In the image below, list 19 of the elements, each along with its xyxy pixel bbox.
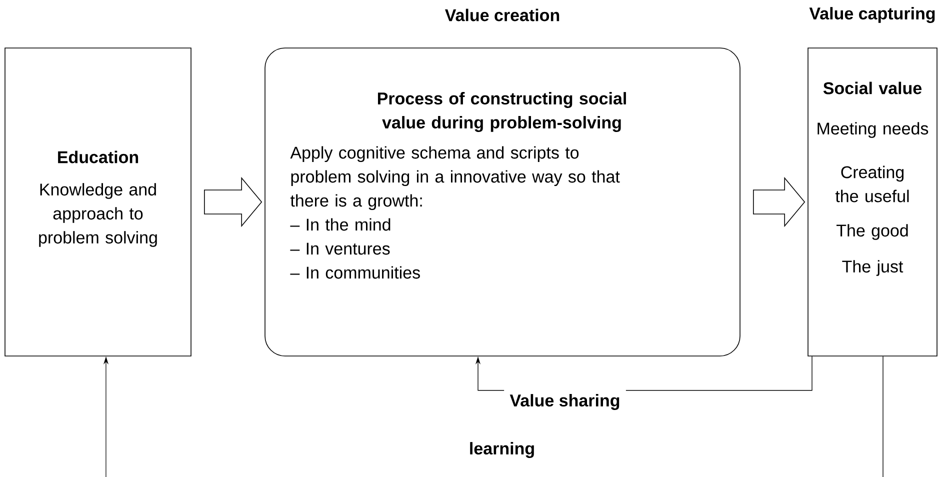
box-text: Knowledge and approach to problem solving xyxy=(39,183,157,247)
box-text: Apply cognitive schema and scripts to problem solving in a innovative way so that there is a growth: – In the mind – In ventures – In communities xyxy=(290,146,620,279)
box-title: Social value xyxy=(823,82,922,94)
node-label: – In the mind xyxy=(290,218,390,231)
node-label: – In ventures xyxy=(290,242,390,255)
loop-label: learning xyxy=(470,442,534,458)
box-title: Process of constructing social value during problem-solving xyxy=(378,92,626,132)
box-text: The good xyxy=(836,224,908,240)
block-arrow xyxy=(204,176,262,228)
box-text: Meeting needs xyxy=(818,122,928,138)
node-label: – In communities xyxy=(290,266,420,279)
box-title: Education xyxy=(58,150,138,164)
edge-label: Value sharing xyxy=(504,388,626,416)
heading: Value capturing xyxy=(809,7,935,23)
heading: Value creation xyxy=(444,8,560,22)
box-text: Creating the useful xyxy=(835,166,909,202)
node-label: Apply cognitive schema and scripts to problem solving in a innovative way so that there is a growth: xyxy=(290,146,620,210)
box-text: The just xyxy=(842,260,904,276)
block-arrow xyxy=(753,176,806,228)
